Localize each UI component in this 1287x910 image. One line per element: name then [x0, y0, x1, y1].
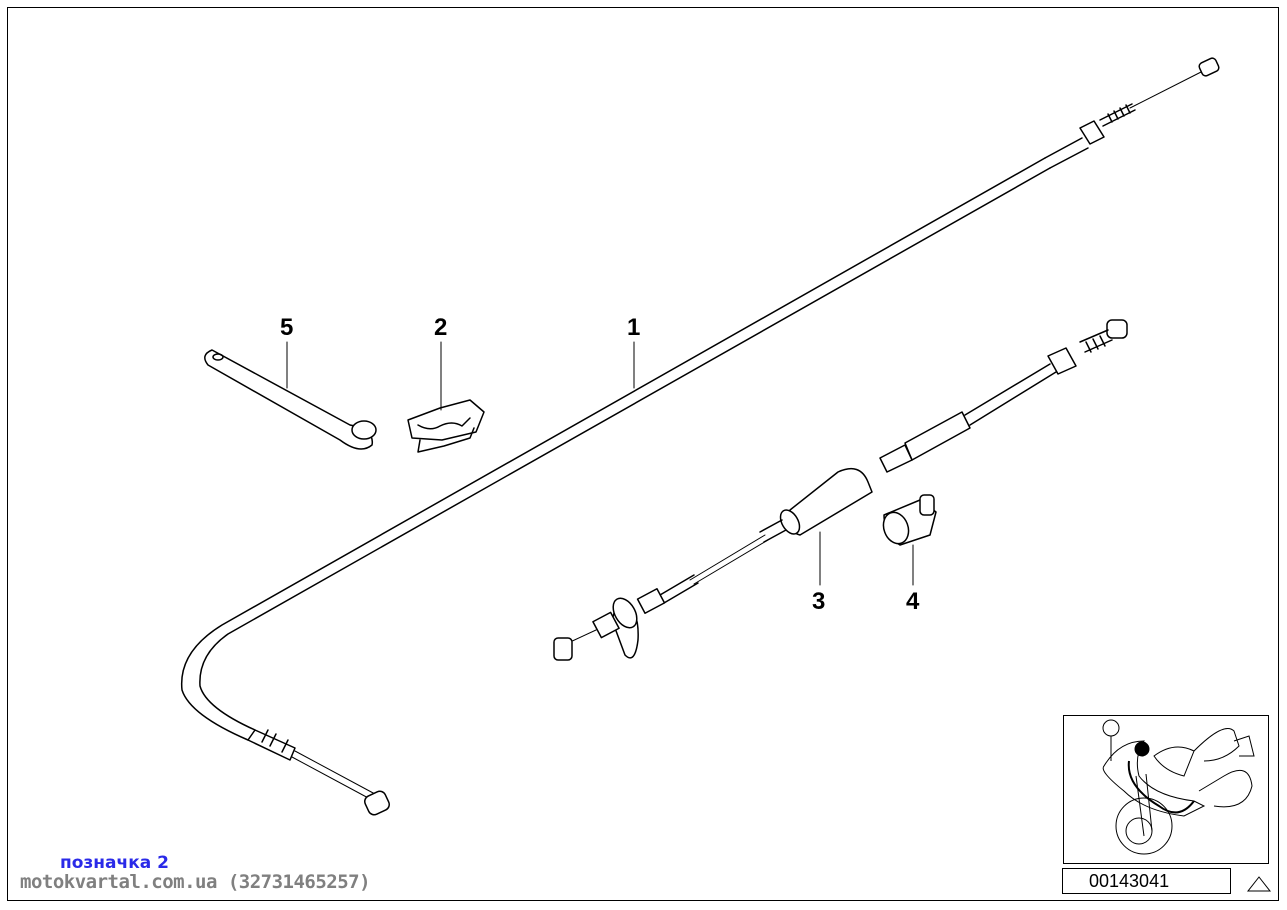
part-3-cable[interactable]: [553, 319, 1128, 661]
part-5-strap[interactable]: [204, 341, 377, 450]
part-label-5: 5: [280, 314, 294, 341]
part-4-boot[interactable]: [879, 494, 937, 586]
part-1-cable[interactable]: [180, 57, 1220, 817]
part-2-clip[interactable]: [407, 341, 485, 453]
part-label-4: 4: [906, 588, 920, 615]
motorcycle-location-thumbnail: [1063, 715, 1269, 864]
caption-label: позначка 2: [60, 853, 169, 873]
part-label-2: 2: [434, 314, 448, 341]
part-label-1: 1: [627, 314, 641, 341]
diagram-number: 00143041: [1062, 868, 1231, 894]
watermark-text: motokvartal.com.ua (32731465257): [20, 871, 371, 893]
part-label-3: 3: [812, 588, 826, 615]
warning-triangle-icon: [1246, 876, 1272, 892]
diagram-frame: [7, 7, 1279, 901]
